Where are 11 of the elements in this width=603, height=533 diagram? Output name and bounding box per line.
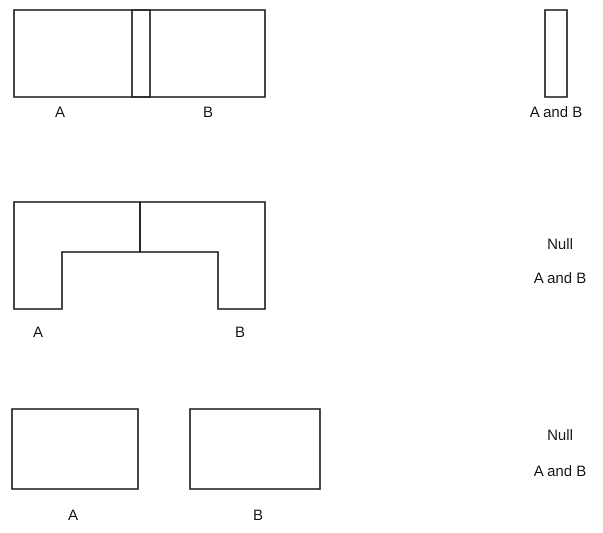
set-label: A	[33, 324, 43, 342]
result-label: Null	[547, 427, 573, 445]
set-label: B	[235, 324, 245, 342]
set-label: B	[203, 104, 213, 122]
result-label: Null	[547, 236, 573, 254]
set-label: B	[253, 507, 263, 525]
set-label: A and B	[530, 104, 582, 122]
set-label: A	[68, 507, 78, 525]
result-label: A and B	[534, 270, 586, 288]
result-label: A and B	[534, 463, 586, 481]
set-label: A	[55, 104, 65, 122]
